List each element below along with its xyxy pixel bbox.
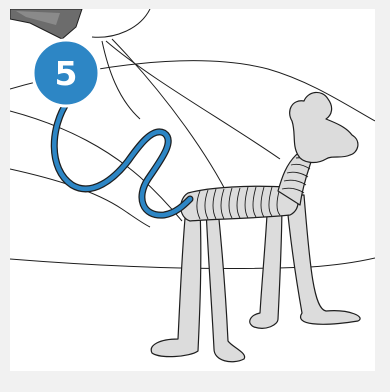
pliers-icon [10,9,82,39]
step-badge: 5 [33,40,99,106]
wire-dog [151,92,360,361]
dog-back-leg-left [151,207,201,357]
dog-head [290,92,358,162]
blue-wire-strand [54,101,190,215]
dog-front-leg-right [286,195,360,324]
step-illustration: 5 [10,9,375,371]
illustration-panel: 5 [10,9,375,371]
blue-wire-fill [54,101,190,215]
dog-back-leg-right [206,209,245,362]
step-number: 5 [55,54,78,93]
